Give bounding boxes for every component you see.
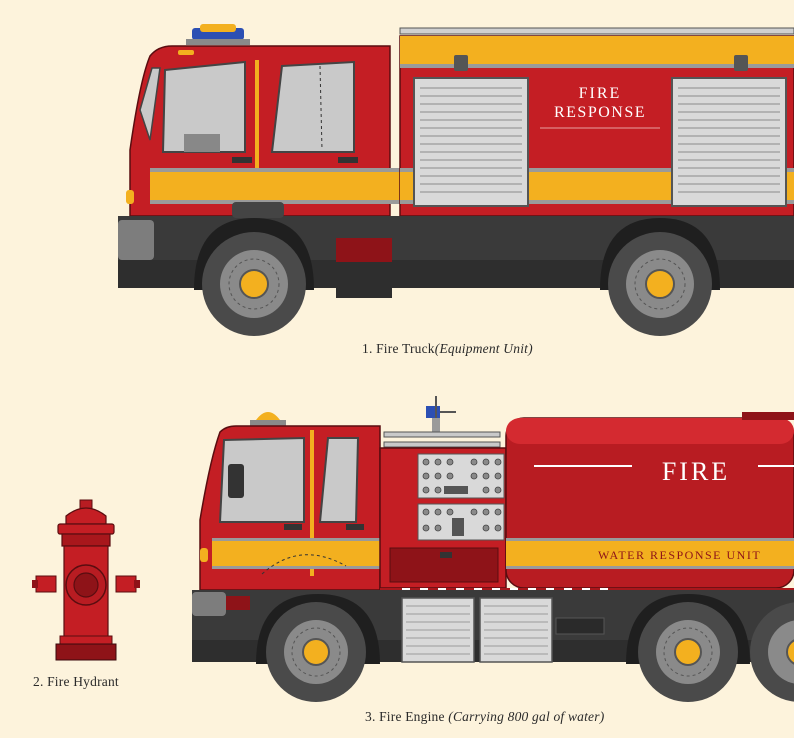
truck-rear-wheel-icon (608, 232, 712, 336)
stripe-label: WATER RESPONSE UNIT (598, 548, 761, 562)
fire-truck-equipment-unit: FIRE RESPONSE (118, 24, 794, 336)
truck-caption-number: 1. Fire Truck (362, 341, 435, 356)
tank-label: FIRE (662, 457, 730, 486)
fire-hydrant (32, 499, 140, 661)
truck-caption: 1. Fire Truck(Equipment Unit) (362, 341, 533, 357)
beacon-light-icon (186, 24, 250, 45)
truck-caption-note: (Equipment Unit) (434, 341, 533, 356)
engine-middle-wheel-icon (638, 602, 738, 702)
truck-front-wheel-icon (202, 232, 306, 336)
engine-rear-wheel-icon (750, 602, 794, 702)
hydrant-caption: 2. Fire Hydrant (33, 674, 119, 690)
lower-shutter-right (479, 597, 553, 663)
truck-panel-line1: FIRE (579, 85, 622, 102)
engine-front-wheel-icon (266, 602, 366, 702)
truck-panel-line2: RESPONSE (554, 104, 646, 121)
engine-caption-number: 3. Fire Engine (365, 709, 445, 724)
engine-caption-note: (Carrying 800 gal of water) (448, 709, 605, 724)
roller-shutter-right (671, 77, 787, 207)
roller-shutter-left (413, 77, 529, 207)
lower-shutter-left (401, 597, 475, 663)
fire-engine-water-unit: FIRE WATER RESPONSE UNIT (192, 396, 794, 702)
cab-beacon-icon (250, 412, 286, 426)
pump-control-panel (417, 453, 505, 541)
engine-caption: 3. Fire Engine (Carrying 800 gal of wate… (365, 709, 604, 725)
hydrant-caption-text: 2. Fire Hydrant (33, 674, 119, 689)
roof-light-icon (426, 396, 456, 432)
